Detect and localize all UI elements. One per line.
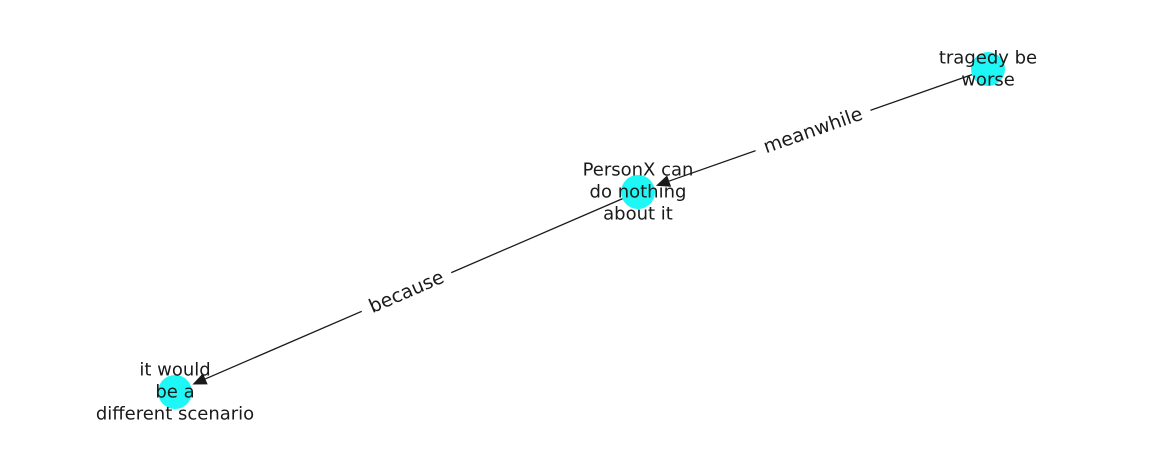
edge-label-background [751, 98, 875, 163]
edge-label-group: because [356, 260, 457, 324]
node-personx [621, 175, 655, 209]
node-label-scenario-line-0: it would [139, 360, 210, 381]
edge-arrowhead [655, 175, 672, 187]
edge-label-background [356, 260, 457, 324]
node-label-personx-line-1: do nothing [590, 182, 687, 203]
edge-arrowhead [192, 373, 208, 385]
node-label-personx-line-2: about it [603, 204, 673, 225]
edge-label-group: meanwhile [751, 98, 875, 163]
node-label-personx-line-0: PersonX can [583, 160, 694, 181]
node-label-tragedy-line-1: worse [961, 70, 1015, 91]
node-label-scenario-line-1: be a [155, 382, 194, 403]
nodes-layer [158, 52, 1005, 409]
node-label-scenario-line-2: different scenario [96, 404, 254, 425]
node-label-tragedy-line-0: tragedy be [939, 48, 1037, 69]
node-tragedy [971, 52, 1005, 86]
node-scenario [158, 375, 192, 409]
